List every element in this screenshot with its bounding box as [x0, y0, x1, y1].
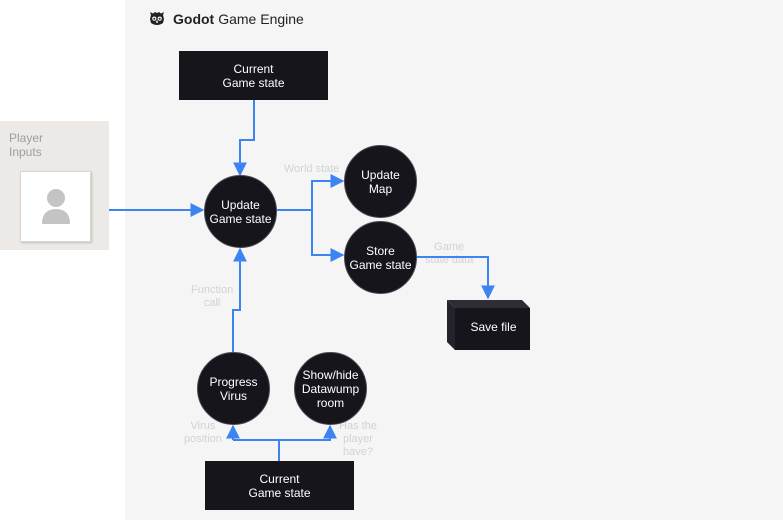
show-hide-room-node: Show/hide Datawump room	[294, 352, 367, 425]
progress-virus-node: Progress Virus	[197, 352, 270, 425]
store-game-state-node: Store Game state	[344, 221, 417, 294]
edge-current-state-to-update	[233, 100, 255, 177]
save-file-shape	[447, 300, 530, 350]
edge-bottom-to-room	[233, 424, 337, 441]
engine-title: Godot Game Engine	[148, 9, 304, 29]
edge-label-function-call: Function call	[191, 284, 234, 309]
engine-brand: Godot	[173, 11, 215, 27]
update-map-node: Update Map	[344, 145, 417, 218]
edge-update-to-store	[311, 210, 345, 262]
save-file-label: Save file	[470, 320, 517, 334]
save-file-node: Save file	[447, 300, 530, 350]
edge-label-player-has: Has the player have?	[339, 420, 377, 458]
edge-update-to-map	[277, 174, 345, 211]
user-icon	[42, 189, 70, 224]
engine-name: Game Engine	[218, 11, 304, 27]
player-avatar-card	[20, 171, 91, 242]
current-game-state-top: Current Game state	[179, 51, 328, 100]
edge-virus-to-update	[232, 247, 247, 352]
update-game-state-node: Update Game state	[204, 175, 277, 248]
current-game-state-bottom: Current Game state	[205, 461, 354, 510]
godot-logo-icon	[150, 12, 164, 25]
edge-label-virus-position: Virus position	[184, 420, 222, 445]
edge-label-world-state: World state	[284, 163, 340, 175]
edge-store-to-savefile	[417, 256, 495, 300]
player-inputs-label: Player Inputs	[9, 131, 44, 159]
